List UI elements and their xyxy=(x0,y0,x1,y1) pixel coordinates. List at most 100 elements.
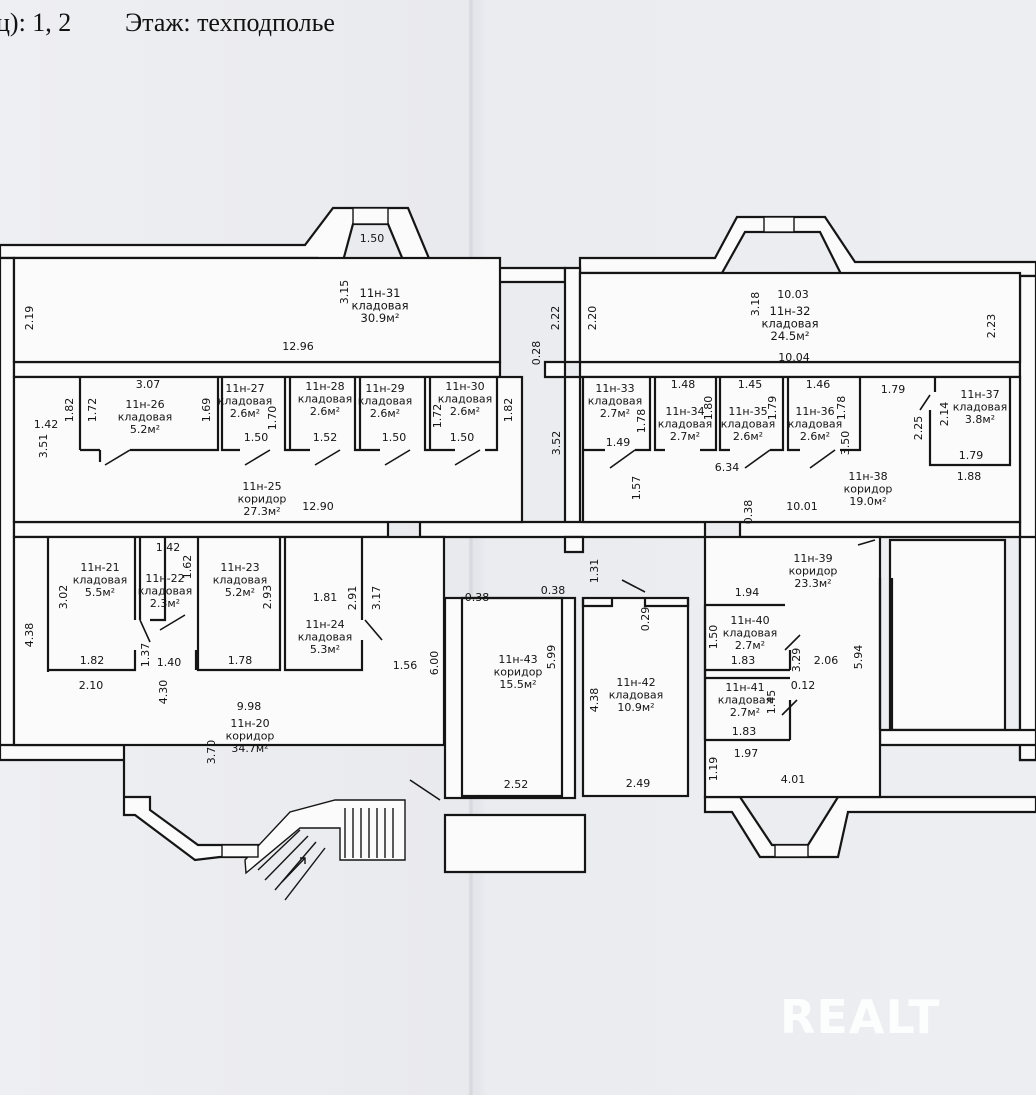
paper-fold xyxy=(468,0,474,1095)
room-32-outline xyxy=(578,271,1022,364)
dimension-label: 1.78 xyxy=(228,654,253,667)
dimension-label: 1.72 xyxy=(86,398,99,423)
room-area-label: 2.6м² xyxy=(733,430,763,443)
dimension-label: 0.29 xyxy=(639,607,652,632)
dimension-label: 1.19 xyxy=(707,757,720,782)
stair-arrow xyxy=(281,857,306,883)
dimension-label: 1.69 xyxy=(200,398,213,423)
dimension-label: 3.51 xyxy=(37,434,50,459)
room-type-label: кладовая xyxy=(438,393,493,406)
dimension-label: 4.38 xyxy=(588,688,601,713)
room-area-label: 5.3м² xyxy=(310,643,340,656)
dimension-label: 12.96 xyxy=(282,340,314,353)
room-type-label: кладовая xyxy=(218,395,273,408)
room-id-label: 11н-43 xyxy=(498,653,537,666)
wall-room31-bottom xyxy=(12,360,502,379)
room-id-label: 11н-28 xyxy=(305,380,344,393)
dimension-label: 1.79 xyxy=(959,449,984,462)
window-bottom-right xyxy=(774,844,809,858)
wall-outer-bottom-center xyxy=(443,813,587,874)
dimension-label: 1.45 xyxy=(738,378,763,391)
dimension-label: 1.72 xyxy=(431,404,444,429)
dimension-label: 1.62 xyxy=(181,555,194,580)
corridor-43-inner xyxy=(460,596,564,798)
room-id-label: 11н-35 xyxy=(728,405,767,418)
room-type-label: кладовая xyxy=(298,393,353,406)
dimension-label: 4.01 xyxy=(781,773,806,786)
room-type-label: коридор xyxy=(238,493,287,506)
dimension-label: 2.22 xyxy=(549,306,562,331)
dimension-label: 1.56 xyxy=(393,659,418,672)
room-area-label: 23.3м² xyxy=(794,577,831,590)
room-type-label: коридор xyxy=(789,565,838,578)
room-id-label: 11н-24 xyxy=(305,618,344,631)
room-id-label: 11н-38 xyxy=(848,470,887,483)
room-id-label: 11н-34 xyxy=(665,405,704,418)
floor-label: Этаж: техподполье xyxy=(125,8,335,37)
dimension-label: 3.29 xyxy=(790,648,803,673)
room-area-label: 3.8м² xyxy=(965,413,995,426)
room-type-label: кладовая xyxy=(788,418,843,431)
dimension-label: 9.98 xyxy=(237,700,262,713)
room-type-label: кладовая xyxy=(609,689,664,702)
wall-left-outer xyxy=(0,256,16,752)
room-area-label: 10.9м² xyxy=(617,701,654,714)
wall-outer-bottom-left xyxy=(0,743,260,862)
window-top-left xyxy=(352,207,389,225)
room-id-label: 11н-29 xyxy=(365,382,404,395)
dimension-label: 1.83 xyxy=(731,654,756,667)
room-id-label: 11н-20 xyxy=(230,717,269,730)
room-area-label: 2.6м² xyxy=(370,407,400,420)
dimension-label: 3.17 xyxy=(370,586,383,611)
dimension-label: 1.81 xyxy=(313,591,338,604)
dimension-label: 1.50 xyxy=(360,232,385,245)
dimension-label: 0.28 xyxy=(530,341,543,366)
wall-mid-right xyxy=(738,520,1022,539)
dimension-label: 1.50 xyxy=(707,625,720,650)
room-type-label: кладовая xyxy=(723,627,778,640)
stair-flight xyxy=(244,799,406,875)
dimension-label: 1.57 xyxy=(630,476,643,501)
room-type-label: кладовая xyxy=(213,574,268,587)
wall-room32-bottom xyxy=(578,360,1022,379)
dimension-label: 3.18 xyxy=(749,292,762,317)
room-area-label: 2.6м² xyxy=(310,405,340,418)
dimension-label: 2.14 xyxy=(938,402,951,427)
dimension-label: 2.19 xyxy=(23,306,36,331)
room-area-label: 19.0м² xyxy=(849,495,886,508)
wall-right-shaft xyxy=(888,538,1007,732)
dimension-label: 1.82 xyxy=(80,654,105,667)
room-id-label: 11н-32 xyxy=(770,304,811,318)
room-id-label: 11н-25 xyxy=(242,480,281,493)
dimension-label: 1.83 xyxy=(732,725,757,738)
room-area-label: 2.7м² xyxy=(730,706,760,719)
partitions xyxy=(12,256,1022,800)
dimension-label: 1.70 xyxy=(266,406,279,431)
room-id-label: 11н-22 xyxy=(145,572,184,585)
dimension-label: 1.97 xyxy=(734,747,759,760)
dimension-label: 4.30 xyxy=(157,680,170,705)
dimension-label: 1.50 xyxy=(244,431,269,444)
room-type-label: кладовая xyxy=(658,418,713,431)
dimension-label: 0.12 xyxy=(791,679,816,692)
dimension-label: 3.02 xyxy=(57,585,70,610)
room-area-label: 15.5м² xyxy=(499,678,536,691)
dimension-label: 1.45 xyxy=(765,690,778,715)
room-area-label: 2.7м² xyxy=(670,430,700,443)
wall-outer-top-right xyxy=(578,215,1036,278)
dimension-label: 0.38 xyxy=(465,591,490,604)
dimension-label: 2.25 xyxy=(912,416,925,441)
dimension-label: 3.70 xyxy=(205,740,218,765)
corridor-20-outline xyxy=(12,535,446,747)
room-area-label: 5.5м² xyxy=(85,586,115,599)
room-type-label: кладовая xyxy=(953,401,1008,414)
wall-mid-left xyxy=(12,520,390,539)
wall-mid-step xyxy=(563,535,585,554)
dimension-label: 2.20 xyxy=(586,306,599,331)
wall-right-lower-outer xyxy=(1018,535,1036,762)
wall-mid-center xyxy=(418,520,707,539)
dimension-label: 10.04 xyxy=(778,351,810,364)
